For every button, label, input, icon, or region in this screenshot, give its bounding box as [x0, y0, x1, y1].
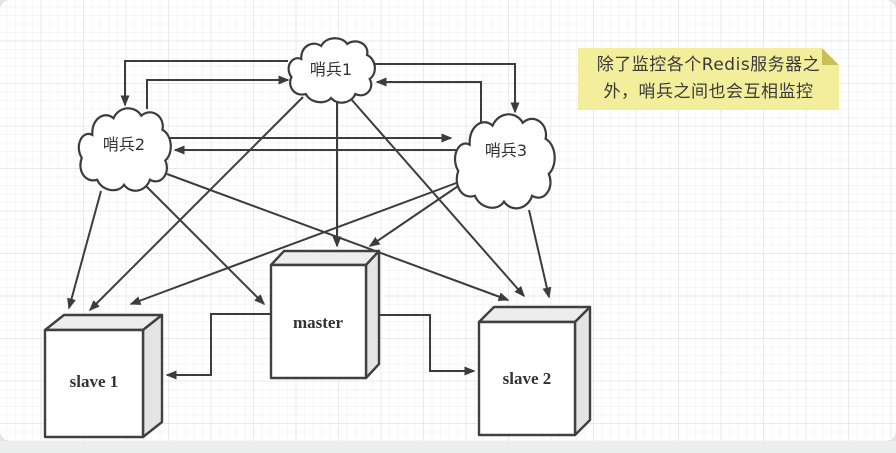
edge-sentinel2-to-slave2: [166, 173, 510, 301]
sentinel3-label: 哨兵3: [485, 141, 527, 160]
sentinel1-label: 哨兵1: [310, 60, 352, 79]
sentinel2-cloud-shape: [79, 108, 171, 190]
node-sentinel2: 哨兵2: [79, 108, 171, 190]
edge-master-to-slave1: [165, 313, 271, 380]
edge-master-to-slave2: [379, 314, 476, 376]
edge-sentinel2-to-sentinel1: [146, 75, 290, 109]
slave1-side-face: [141, 313, 164, 439]
master-top-face: [269, 249, 381, 267]
sticky-note-text: 除了监控各个Redis服务器之 外，哨兵之间也会互相监控: [597, 52, 820, 106]
edge-sentinel1-to-sentinel2: [120, 60, 288, 107]
grid-canvas: master slave 1 slave 2 哨兵1 哨兵2 哨兵3: [0, 0, 896, 441]
master-label: master: [293, 313, 343, 332]
master-front-face: [269, 263, 368, 380]
edge-sentinel3-to-slave2: [528, 209, 552, 299]
node-sentinel1: 哨兵1: [289, 38, 375, 102]
node-slave1: slave 1: [43, 313, 164, 439]
edge-sentinel1-to-sentinel3: [372, 63, 520, 114]
sentinel3-cloud-shape: [455, 114, 555, 208]
edge-sentinel2-to-slave1: [67, 190, 102, 310]
edge-sentinel3-to-slave1: [129, 181, 460, 305]
edge-sentinel2-to-master: [145, 185, 266, 306]
edge-sentinel1-to-slave1: [88, 96, 304, 312]
edge-sentinel3-to-sentinel1: [375, 77, 482, 122]
master-side-face: [364, 249, 381, 380]
sentinel1-cloud-shape: [289, 38, 375, 102]
sticky-note-line2: 外，哨兵之间也会互相监控: [603, 82, 814, 102]
diagram-svg: master slave 1 slave 2 哨兵1 哨兵2 哨兵3: [43, 0, 592, 439]
node-slave2: slave 2: [477, 305, 592, 437]
node-sentinel3: 哨兵3: [455, 114, 555, 208]
slave2-front-face: [477, 320, 577, 437]
slave2-side-face: [573, 305, 592, 437]
edge-sentinel1-to-slave2: [350, 98, 525, 298]
sticky-note: 除了监控各个Redis服务器之 外，哨兵之间也会互相监控: [578, 48, 839, 110]
slave1-front-face: [43, 328, 145, 439]
sentinel2-label: 哨兵2: [103, 135, 145, 154]
node-master: master: [269, 249, 381, 380]
sticky-note-line1: 除了监控各个Redis服务器之: [596, 55, 821, 75]
edge-sentinel3-to-master: [368, 179, 468, 247]
slave1-label: slave 1: [70, 372, 119, 391]
slave2-top-face: [477, 305, 592, 324]
slave2-label: slave 2: [503, 369, 552, 388]
canvas-bottom-margin: [0, 441, 896, 453]
